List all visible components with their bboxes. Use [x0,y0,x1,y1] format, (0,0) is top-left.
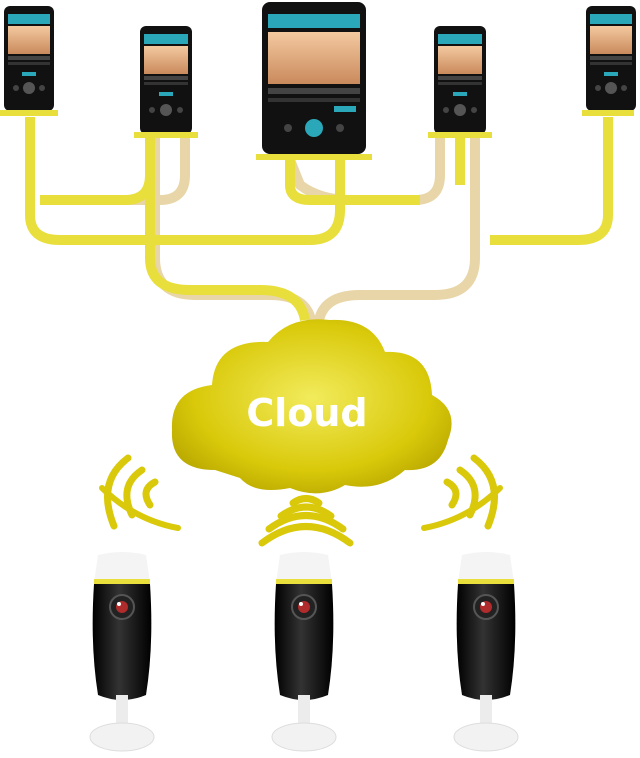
pipe-phone5 [490,117,613,245]
pipe-cloud-right-beige [313,137,480,331]
smartphone-icon [134,26,198,138]
pipe-phone1 [25,117,345,245]
connection-pipes [25,117,613,331]
pipe-phone2 [40,137,155,205]
cloud-icon: Cloud [171,319,452,494]
security-camera-icon [89,552,155,752]
pipe-center-left [285,160,420,205]
smartphone-icon [256,2,372,160]
security-camera-icon [271,552,337,752]
signal-wave-icon [421,454,503,531]
smartphone-icon [582,6,636,116]
signal-wave-icon [99,454,181,531]
cameras [89,552,519,752]
smartphone-icon [0,6,58,116]
pipe-phone2-beige [105,137,190,205]
phones [0,2,636,160]
cloud-label: Cloud [246,391,367,435]
signal-wave-icon [258,495,354,547]
pipe-cloud-left [145,175,310,322]
security-camera-icon [453,552,519,752]
smartphone-icon [428,26,492,138]
